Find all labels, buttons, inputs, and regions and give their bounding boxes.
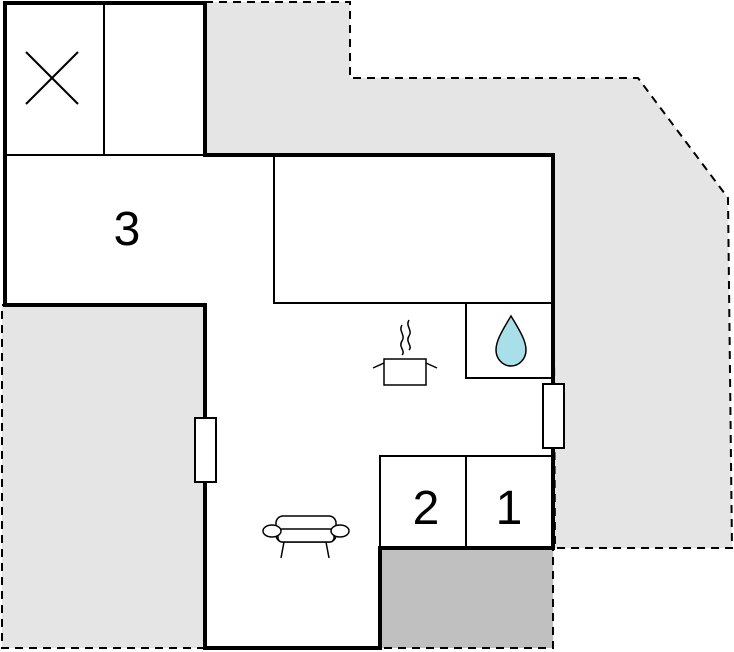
water-drop-icon <box>495 314 527 367</box>
terrace-left <box>1 304 206 649</box>
window-left <box>194 417 217 483</box>
sofa-icon <box>262 515 350 559</box>
room-label-2: 2 <box>413 482 440 535</box>
room-label-3: 3 <box>114 203 141 256</box>
x-cross-icon <box>25 51 79 105</box>
cooking-pot-icon <box>372 319 438 386</box>
covered-area <box>379 547 554 649</box>
room-label-1: 1 <box>496 482 523 535</box>
window-right <box>542 383 565 449</box>
interior-walls <box>5 3 553 548</box>
